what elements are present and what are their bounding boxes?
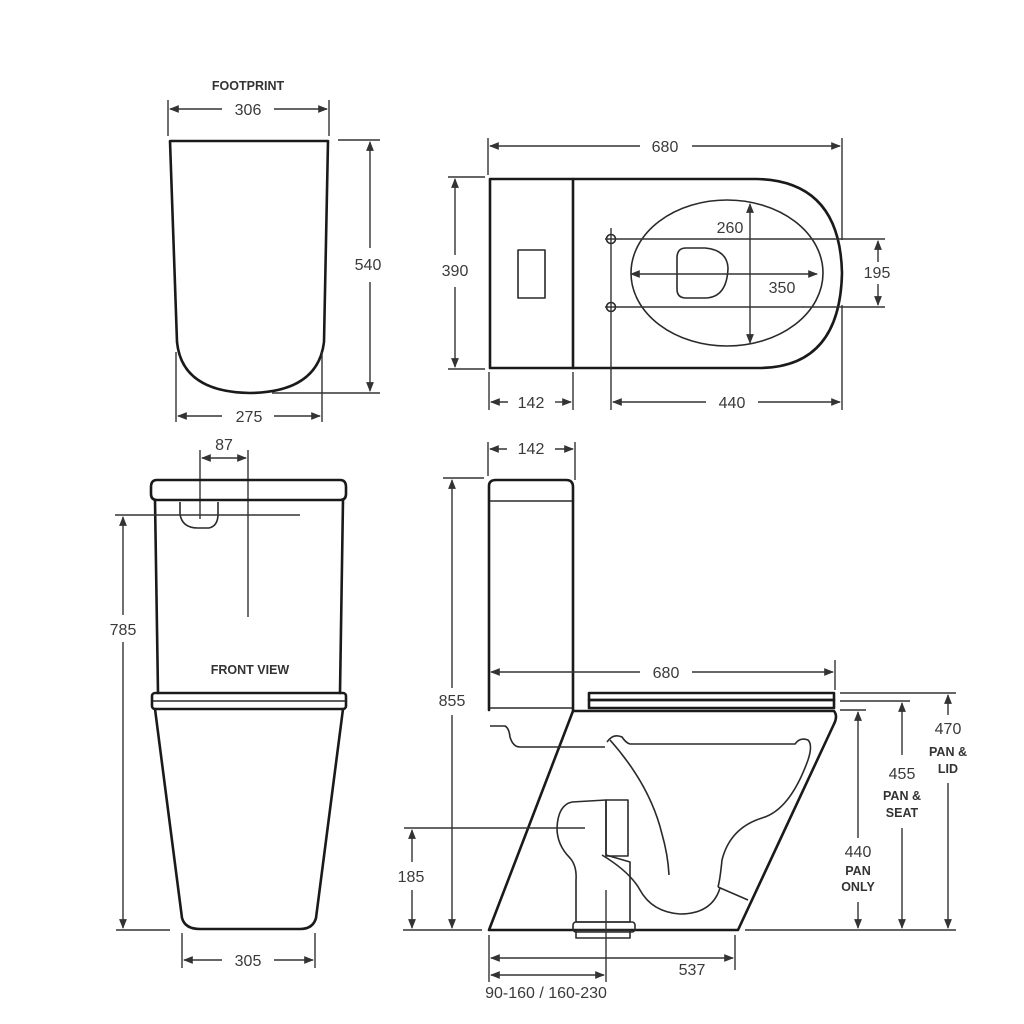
front-base-width: 305 (235, 953, 262, 970)
pan-seat-label-2: SEAT (886, 806, 919, 820)
top-bowl-length: 350 (769, 280, 796, 297)
pan-seat-height: 455 (889, 766, 916, 783)
front-button-offset: 87 (215, 437, 233, 454)
top-overall-length: 680 (652, 139, 679, 156)
footprint-width-top: 306 (235, 102, 262, 119)
side-outlet-height: 185 (398, 869, 425, 886)
side-cistern-depth: 142 (518, 441, 545, 458)
seat-side (587, 698, 836, 710)
top-pan-outline (488, 177, 844, 370)
pan-seat-label-1: PAN & (883, 789, 921, 803)
bowl-trap (606, 735, 812, 888)
pan-only-height: 440 (845, 844, 872, 861)
seat-band (150, 691, 348, 711)
pan-lid-label-1: PAN & (929, 745, 967, 759)
pan-lid-height: 470 (935, 721, 962, 738)
flush-button-front (179, 502, 219, 529)
top-seat-fixing-spacing: 195 (864, 265, 891, 282)
top-cistern-depth: 142 (518, 395, 545, 412)
cistern-lid (149, 478, 348, 502)
front-view-title: FRONT VIEW (211, 663, 290, 677)
side-overall-height: 855 (439, 693, 466, 710)
waterway (676, 247, 729, 299)
pan-only-label-1: PAN (845, 864, 870, 878)
pan-lid-label-2: LID (938, 762, 958, 776)
outlet-connector (556, 799, 631, 923)
footprint-view: FOOTPRINT 306 540 275 (167, 79, 382, 426)
front-button-height: 785 (110, 622, 137, 639)
side-set-out-range: 90-160 / 160-230 (485, 985, 607, 1002)
top-view: 680 195 260 350 390 142 440 (442, 138, 891, 412)
top-bowl-width: 260 (717, 220, 744, 237)
top-set-out: 440 (719, 395, 746, 412)
front-view: 87 FRONT VIEW 785 305 (110, 437, 348, 970)
flush-button (517, 249, 546, 299)
footprint-width-bottom: 275 (236, 409, 263, 426)
cistern-side (487, 478, 575, 712)
side-view: 142 185 855 680 537 90 (398, 441, 967, 1002)
footprint-shape (168, 139, 330, 395)
pan-side (487, 709, 838, 932)
pan-only-label-2: ONLY (841, 880, 875, 894)
footprint-depth: 540 (355, 257, 382, 274)
top-width: 390 (442, 263, 469, 280)
footprint-title: FOOTPRINT (212, 79, 285, 93)
pan-body-front (153, 707, 345, 931)
side-overall-length: 680 (653, 665, 680, 682)
side-base-length: 537 (679, 962, 706, 979)
